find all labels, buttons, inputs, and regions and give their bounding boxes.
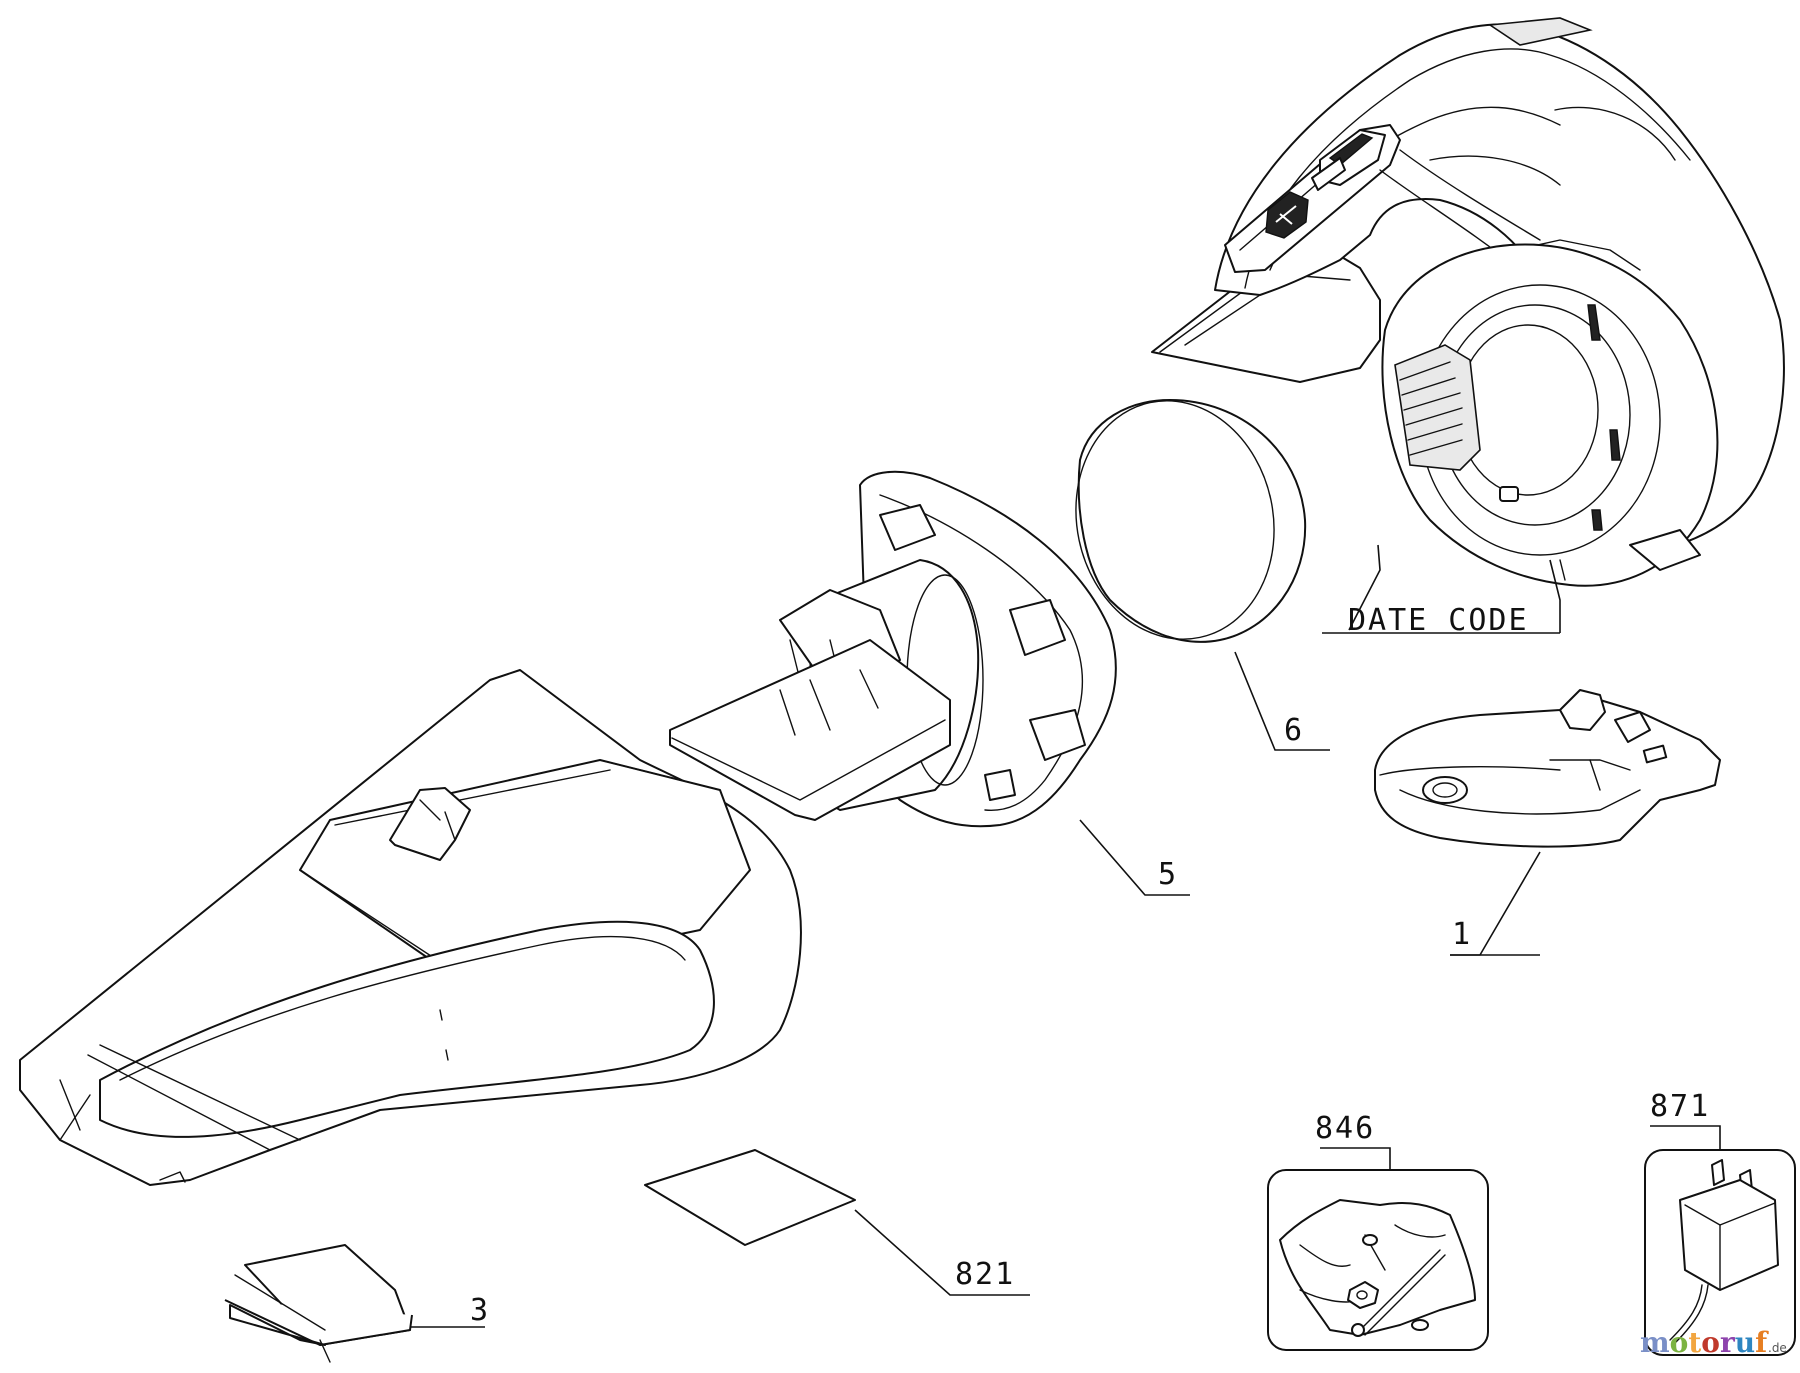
part-label-6: 6 [1284,713,1304,748]
part-label-871: 871 [1650,1089,1710,1124]
part-label-3: 3 [470,1293,490,1328]
leader-lines [410,544,1721,1328]
release-latch [389,787,471,861]
watermark-suffix: .de [1768,1341,1787,1355]
power-switch-icon [1311,129,1386,191]
dust-bowl-nozzle [19,669,802,1186]
part-labels: DATE CODE 6 5 1 3 821 846 871 [470,603,1710,1328]
battery-pack [224,1244,413,1363]
wm-letter-3: o [1701,1326,1720,1359]
charging-base [1374,689,1721,848]
wm-letter-0: m [1640,1326,1670,1359]
filter-foam [1075,399,1307,643]
part-label-821: 821 [955,1257,1015,1292]
wm-letter-1: o [1670,1326,1689,1359]
part-label-846: 846 [1315,1111,1375,1146]
brand-badge-icon [1265,191,1309,239]
filter-holder [669,470,1117,828]
charger-adapter [1644,1149,1796,1356]
watermark-logo: motoruf .de [1640,1326,1787,1359]
part-label-1: 1 [1452,917,1472,952]
date-code-label: DATE CODE [1348,603,1529,638]
part-label-5: 5 [1158,857,1178,892]
wm-letter-5: u [1735,1326,1755,1359]
motor-housing-handle [1151,17,1785,587]
wm-letter-6: f [1755,1326,1769,1359]
wm-letter-4: r [1720,1326,1736,1359]
wm-letter-2: t [1688,1326,1701,1359]
watermark-text: motoruf [1640,1326,1769,1359]
label-sheet [644,1149,856,1246]
hardware-kit [1267,1169,1489,1351]
